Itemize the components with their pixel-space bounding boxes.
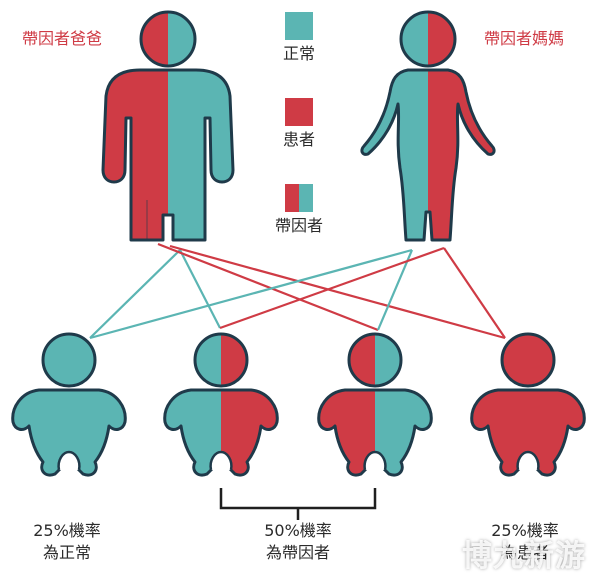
mother-normal-line-2 [376, 249, 414, 331]
legend-normal-label: 正常 [282, 44, 315, 63]
baby-normal [11, 332, 127, 477]
father-normal-line-1 [89, 249, 181, 339]
baby-patient [470, 332, 586, 477]
mother-patient-line-1 [219, 246, 445, 330]
middle-result: 為帶因者 [265, 543, 330, 562]
middle-probability: 50%機率 [264, 521, 332, 540]
father-patient-line-1 [157, 242, 379, 332]
left-result: 為正常 [42, 543, 91, 562]
father-head [139, 10, 197, 68]
mother-head [399, 10, 457, 68]
watermark: 博九新游 [462, 539, 586, 574]
inheritance-lines [89, 242, 506, 340]
mother-label: 帶因者媽媽 [484, 29, 565, 48]
mother-patient-line-2 [443, 247, 506, 339]
legend-carrier-label: 帶因者 [274, 216, 323, 235]
legend-patient-label: 患者 [282, 130, 315, 149]
father-patient-line-2 [169, 244, 506, 340]
baby-carrier-2 [317, 332, 433, 477]
legend [285, 12, 313, 212]
father-label: 帶因者爸爸 [22, 29, 103, 48]
carrier-bracket [219, 488, 377, 510]
legend-carrier-swatch [285, 184, 313, 212]
father-figure [101, 10, 235, 242]
father-body [101, 68, 235, 242]
mother-body [360, 68, 496, 242]
legend-normal-swatch [285, 12, 313, 40]
legend-patient-swatch [285, 98, 313, 126]
baby-carrier-1 [163, 332, 279, 477]
left-probability: 25%機率 [33, 521, 101, 540]
father-normal-line-2 [179, 249, 221, 329]
right-result: 為患者 [500, 543, 549, 562]
mother-normal-line-1 [89, 248, 413, 340]
mother-figure [360, 10, 496, 242]
right-probability: 25%機率 [491, 521, 559, 540]
